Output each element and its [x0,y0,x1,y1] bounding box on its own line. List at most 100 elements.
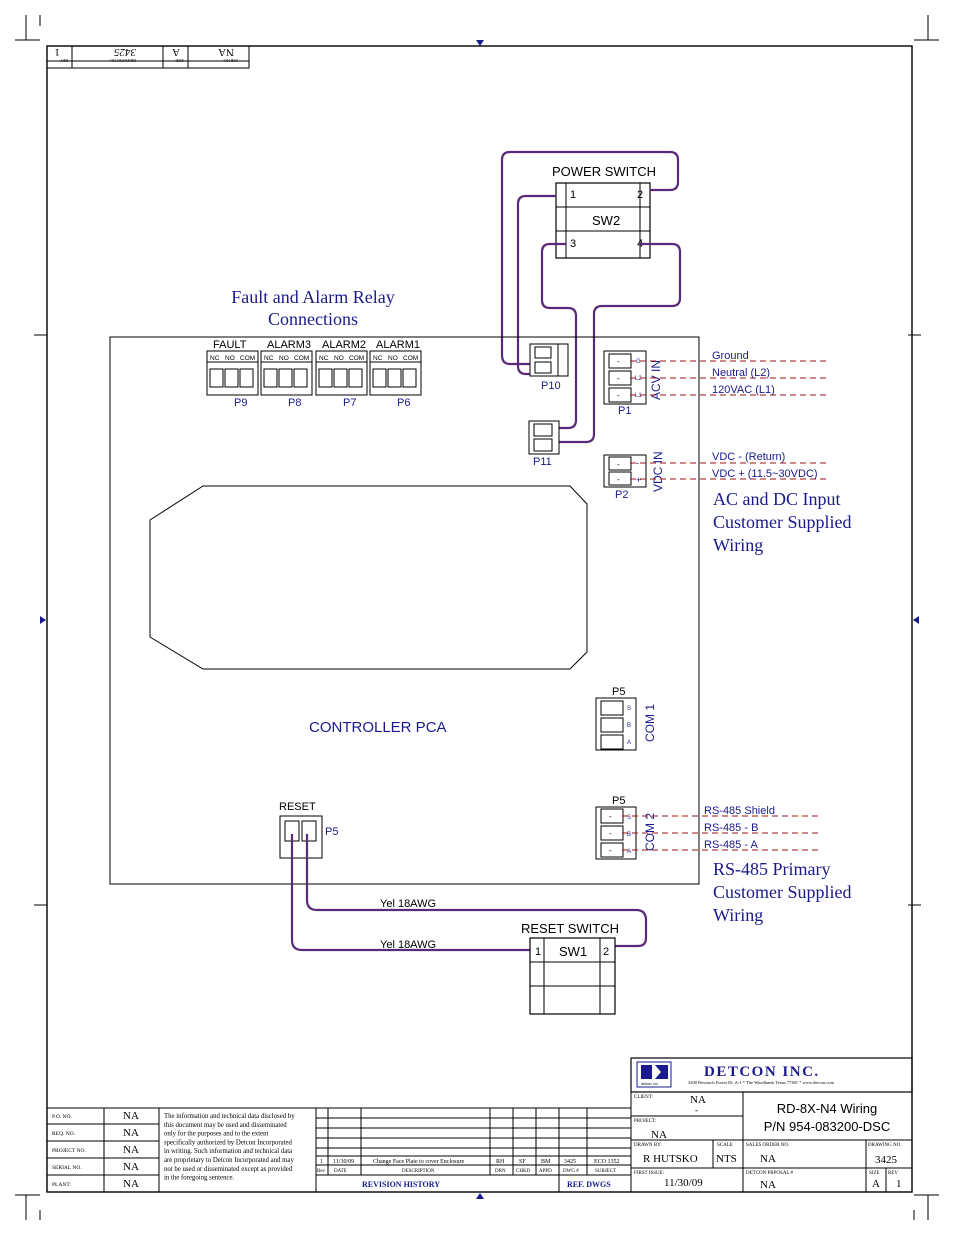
reset-wiring [290,834,648,952]
sales-order-label: SALES ORDER NO. [746,1143,789,1148]
size-label: SIZE [869,1171,880,1176]
connector-p1: - - - G L2 L1 P1 ACV IN [603,350,663,417]
controller-board [109,336,700,885]
rev-header-date: DATE [334,1169,347,1174]
top-title-block: JOB NO. NA SIZE A DRAWING NO. 3425 REV 1 [46,45,250,69]
company-name: DETCON INC. [704,1064,820,1080]
svg-text:-: - [617,475,620,484]
left-block-value: NA [123,1127,139,1139]
com2-pin-s: S [627,815,631,821]
top-size-label: SIZE [175,58,184,63]
drawing-border [46,45,913,1193]
disclaimer-line: this document may be used and disseminat… [164,1122,287,1129]
p1-label: P1 [618,405,631,417]
rev-header-chkd: CHKD [516,1169,531,1174]
acv-in-label: ACV IN [649,360,663,400]
revision-history-text: 1 11/30/09 Change Face Plate to cover En… [317,1159,620,1189]
svg-text:-: - [609,829,612,838]
p10-label: P10 [541,380,561,392]
drawing-title-1: RD-8X-N4 Wiring [777,1101,877,1116]
disclaimer-line: not be used or disseminated except as pr… [164,1166,293,1173]
line-wire-label: 120VAC (L1) [712,384,775,396]
relay-name: ALARM3 [267,339,311,351]
proposal-value: NA [760,1179,776,1191]
relay-pin-nc: NC [264,355,274,362]
relay-pin-no: NO [225,355,235,362]
relay-connector-label: P8 [288,397,301,409]
rs485-b-label: RS-485 - B [704,822,758,834]
rev-row-drn: RH [496,1159,505,1165]
left-block-label: PLANT: [52,1182,71,1188]
power-switch: POWER SWITCH 1 2 SW2 3 4 [552,164,656,259]
top-rev: 1 [55,46,61,58]
drawing-title-2: P/N 954-083200-DSC [764,1119,890,1134]
connector-p11: P11 [528,420,560,468]
drawing-no-label: DRAWING NO. [868,1143,901,1148]
scale-label: SCALE [717,1143,733,1148]
left-block-label: REQ. NO. [52,1131,76,1137]
disclaimer-line: only for the purposes and to the extent [164,1131,268,1138]
display-cutout [149,485,588,670]
rs485-note-line2: Customer Supplied [713,882,852,902]
disclaimer-line: are proprietary to Detcon Incorporated a… [164,1157,294,1164]
relay-name: FAULT [213,339,247,351]
relay-title-line1: Fault and Alarm Relay [231,287,394,307]
rs485-shield-label: RS-485 Shield [704,805,775,817]
relay-pin-nc: NC [373,355,383,362]
p2-pin-minus: - [636,458,639,468]
connector-com2: P5 - - - S B A COM 2 [595,795,657,860]
left-block-label: PROJECT NO. [52,1148,86,1154]
rev-header-appd: APPD [539,1169,552,1174]
relay-pin-no: NO [279,355,289,362]
p2-label: P2 [615,489,628,501]
com2-pin-a: A [627,849,631,855]
scale-value: NTS [716,1153,737,1165]
rev-row-appd: BM [541,1159,551,1165]
project-label: PROJECT: [634,1119,656,1124]
rs485-wires: RS-485 Shield RS-485 - B RS-485 - A [622,805,822,851]
disclaimer-line: in writing. Such information and technic… [164,1148,292,1155]
p1-pin-g: G [636,359,641,365]
svg-text:-: - [609,812,612,821]
rs485-a-label: RS-485 - A [704,839,758,851]
relay-connector-label: P9 [234,397,247,409]
drawing-no-value: 3425 [875,1154,898,1166]
crop-marks [15,15,939,1220]
client-dash: - [695,1105,698,1115]
project-value: NA [651,1129,667,1141]
vdc-return-label: VDC - (Return) [712,451,785,463]
vdc-in-label: VDC IN [651,451,665,492]
connector-p10: P10 [529,343,569,392]
com1-pin-s: S [627,706,631,712]
sw1-terminal-1: 1 [535,946,541,958]
connector-reset: RESET P5 [279,801,338,859]
rev-row-rev: 1 [320,1159,323,1165]
title-block-text: CLIENT: NA - PROJECT: NA RD-8X-N4 Wiring… [634,1094,902,1191]
relay-pin-com: COM [294,355,309,362]
size-value: A [872,1178,880,1190]
top-size: A [172,46,180,58]
rev-row-subject: ECO 1352 [594,1159,620,1165]
rev-row-dwg: 3425 [564,1159,576,1165]
relay-pin-nc: NC [319,355,329,362]
disclaimer-line: specifically authorized by Detcon Incorp… [164,1139,293,1146]
svg-text:-: - [617,460,620,469]
power-switch-title: POWER SWITCH [552,164,656,179]
center-markers [40,40,919,1199]
reset-wire1-label: Yel 18AWG [380,898,436,910]
revision-history-title: REVISION HISTORY [362,1180,440,1189]
com1-label: COM 1 [643,704,657,742]
sales-order-value: NA [760,1153,776,1165]
ground-wire-label: Ground [712,350,749,362]
p11-label: P11 [533,456,552,468]
rev-header-rev: Rev [317,1169,326,1174]
relay-connector-label: P7 [343,397,356,409]
drawn-by-label: DRAWN BY: [634,1143,662,1148]
left-block-value: NA [123,1161,139,1173]
reset-p5-label: P5 [325,826,338,838]
ac-dc-note-line3: Wiring [713,535,763,555]
svg-text:-: - [617,357,620,366]
